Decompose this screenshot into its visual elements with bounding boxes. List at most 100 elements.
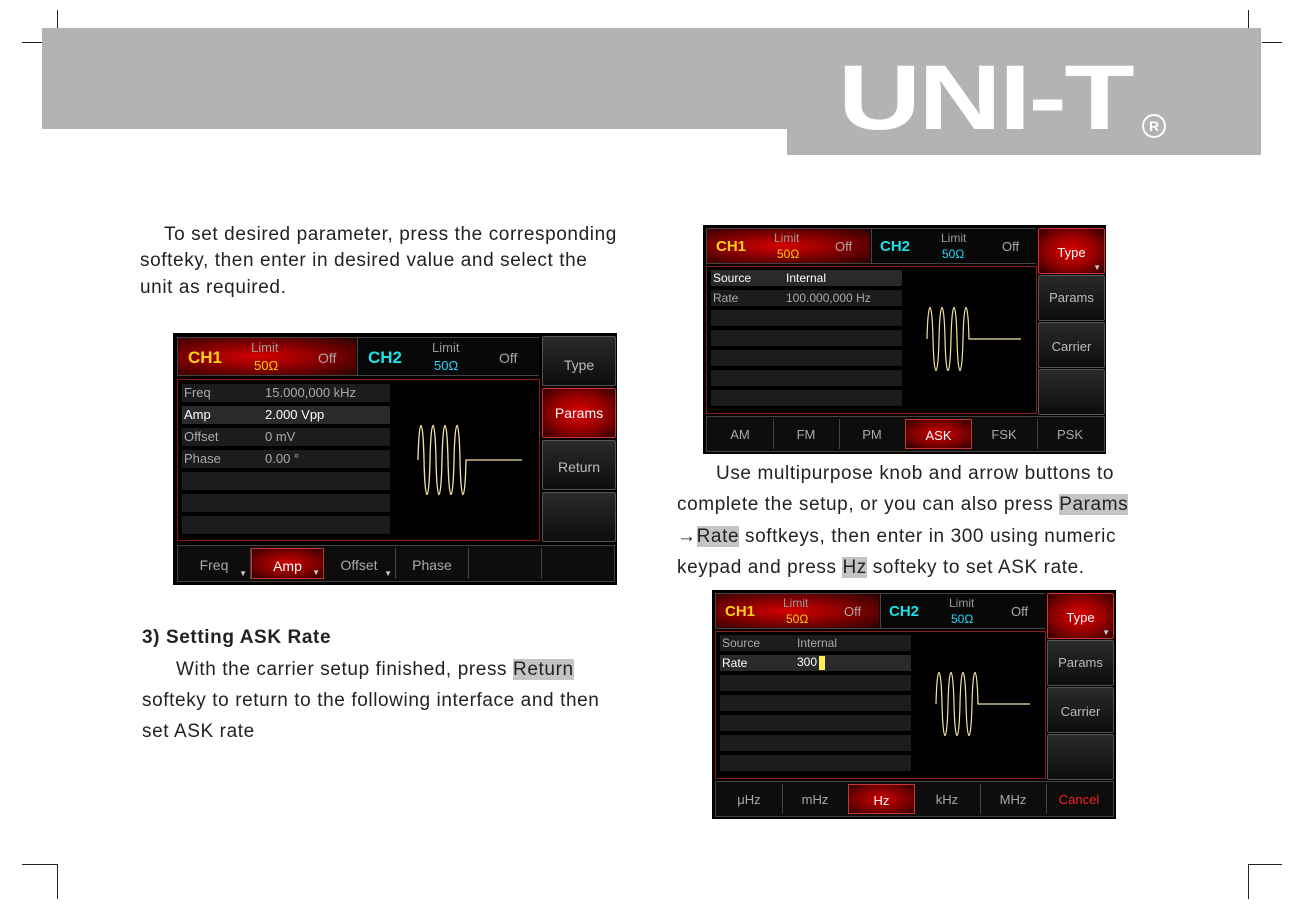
phase-softkey[interactable]: Phase: [396, 548, 469, 579]
softkey-highlight: Params: [1059, 494, 1129, 515]
limit-label: Limit: [432, 340, 460, 355]
param-row[interactable]: Rate 100.000,000 Hz: [711, 290, 902, 306]
param-value: 0 mV: [265, 429, 296, 444]
carrier-softkey[interactable]: Carrier: [1038, 322, 1105, 368]
ch1-panel[interactable]: CH1 Limit 50Ω Off: [178, 338, 356, 375]
bottom-softkey-bar: Freq ▼ Amp▼ Offset▼ Phase: [177, 545, 615, 582]
param-row-empty: [182, 472, 390, 490]
carrier-softkey[interactable]: Carrier: [1047, 687, 1114, 733]
body-text: Use multipurpose knob and arrow buttons …: [716, 463, 1115, 484]
softkey-label: Freq: [199, 557, 229, 573]
amp-softkey[interactable]: Amp▼: [251, 548, 324, 579]
softkey-label: PM: [862, 427, 882, 442]
body-text: With the carrier setup finished, press R…: [176, 659, 574, 681]
param-label: Source: [713, 271, 752, 285]
screen-ask-rate-entry: CH1 Limit 50Ω Off CH2 Limit 50Ω Off Sour…: [712, 590, 1116, 819]
softkey-highlight: Rate: [696, 526, 740, 547]
freq-softkey[interactable]: Freq ▼: [178, 548, 251, 579]
body-text: →Rate softkeys, then enter in 300 using …: [677, 526, 1116, 548]
channel-bar: CH1 Limit 50Ω Off CH2 Limit 50Ω Off: [715, 593, 1045, 629]
param-label: Freq: [184, 385, 211, 400]
waveform-preview: [912, 632, 1044, 777]
fsk-softkey[interactable]: FSK: [971, 419, 1038, 449]
param-value: 100.000,000 Hz: [786, 291, 871, 305]
ch2-label: CH2: [368, 348, 403, 367]
output-state: Off: [318, 350, 337, 366]
body-text: To set desired parameter, press the corr…: [164, 224, 617, 245]
fm-softkey[interactable]: FM: [773, 419, 840, 449]
param-label: Rate: [722, 656, 748, 670]
blank-softkey[interactable]: [542, 492, 616, 542]
type-softkey[interactable]: Type▼: [1047, 593, 1114, 639]
offset-softkey[interactable]: Offset▼: [323, 548, 396, 579]
params-softkey[interactable]: Params: [1038, 275, 1105, 321]
param-row[interactable]: Offset 0 mV: [182, 428, 390, 446]
ch1-panel[interactable]: CH1 Limit 50Ω Off: [716, 594, 879, 628]
output-state: Off: [835, 239, 853, 254]
blank-softkey[interactable]: [1038, 369, 1105, 415]
softkey-label: PSK: [1056, 427, 1083, 442]
channel-bar: CH1 Limit 50Ω Off CH2 Limit 50Ω Off: [706, 228, 1036, 264]
hertz-softkey[interactable]: Hz: [848, 784, 915, 814]
params-softkey[interactable]: Params: [1047, 640, 1114, 686]
blank-softkey[interactable]: [1047, 734, 1114, 780]
body-text: softeky, then enter in desired value and…: [140, 250, 588, 271]
param-label: Rate: [713, 291, 739, 305]
megahertz-softkey[interactable]: MHz: [980, 784, 1047, 814]
ch1-panel[interactable]: CH1 Limit 50Ω Off: [707, 229, 870, 263]
ch2-panel[interactable]: CH2 Limit 50Ω Off: [871, 229, 1036, 263]
return-softkey[interactable]: Return: [542, 440, 616, 490]
dropdown-icon: ▼: [239, 569, 247, 578]
params-softkey[interactable]: Params: [542, 388, 616, 438]
param-label: Offset: [184, 429, 219, 444]
ask-softkey[interactable]: ASK: [905, 419, 972, 449]
arrow-icon: →: [677, 526, 697, 547]
ch1-label: CH1: [188, 348, 223, 367]
ask-waveform: [926, 306, 1021, 372]
param-row-empty: [711, 330, 902, 346]
softkey-label: Amp: [273, 558, 302, 574]
am-softkey[interactable]: AM: [707, 419, 774, 449]
millihertz-softkey[interactable]: mHz: [782, 784, 849, 814]
kilohertz-softkey[interactable]: kHz: [914, 784, 981, 814]
softkey-label: mHz: [801, 792, 829, 807]
ch2-panel[interactable]: CH2 Limit 50Ω Off: [880, 594, 1045, 628]
softkey-label: FM: [796, 427, 816, 442]
param-row[interactable]: Freq 15.000,000 kHz: [182, 384, 390, 402]
ask-waveform: [417, 424, 522, 496]
softkey-label: Cancel: [1058, 792, 1100, 807]
softkey-label: ASK: [925, 428, 952, 443]
limit-label: Limit: [251, 340, 279, 355]
body-text: unit as required.: [140, 277, 287, 298]
blank-softkey[interactable]: [542, 548, 614, 579]
param-value: Internal: [786, 271, 827, 285]
bottom-softkey-bar: AM FM PM ASK FSK PSK: [706, 416, 1105, 452]
crop-mark: [22, 42, 42, 43]
cancel-softkey[interactable]: Cancel: [1046, 784, 1112, 814]
param-row[interactable]: Source Internal: [711, 270, 902, 286]
type-softkey[interactable]: Type▼: [1038, 228, 1105, 274]
param-value: 300: [797, 655, 826, 670]
ch2-label: CH2: [889, 603, 920, 620]
softkey-label: μHz: [737, 792, 761, 807]
param-label: Phase: [184, 451, 221, 466]
blank-softkey[interactable]: [469, 548, 542, 579]
load-value: 50Ω: [434, 358, 459, 373]
registered-mark: R: [1142, 114, 1166, 138]
param-value: 15.000,000 kHz: [265, 385, 357, 400]
softkey-label: Hz: [873, 793, 890, 808]
type-softkey[interactable]: Type: [542, 336, 616, 386]
psk-softkey[interactable]: PSK: [1037, 419, 1103, 449]
param-row[interactable]: Rate 300: [720, 655, 911, 671]
limit-label: Limit: [949, 596, 975, 610]
crop-mark: [1248, 864, 1282, 865]
ch2-panel[interactable]: CH2 Limit 50Ω Off: [357, 338, 539, 375]
microhertz-softkey[interactable]: μHz: [716, 784, 783, 814]
pm-softkey[interactable]: PM: [839, 419, 906, 449]
softkey-label: kHz: [935, 792, 959, 807]
